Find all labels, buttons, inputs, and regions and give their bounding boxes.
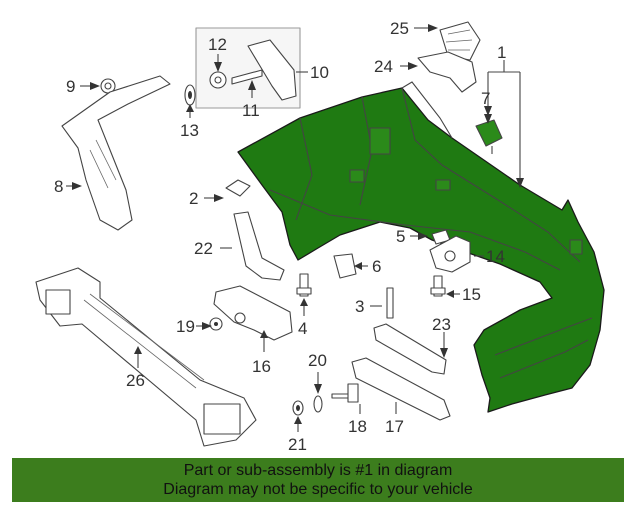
part-22-bracket[interactable] xyxy=(233,211,285,281)
part-14-bracket[interactable] xyxy=(429,235,471,273)
callout-7: 7 xyxy=(481,89,490,108)
part-6-clip[interactable] xyxy=(333,253,357,279)
part-26-reinforcement[interactable] xyxy=(35,267,257,447)
callout-14: 14 xyxy=(486,247,505,266)
callout-13: 13 xyxy=(180,121,199,140)
callout-16: 16 xyxy=(252,357,271,376)
callout-22: 22 xyxy=(194,239,213,258)
banner-line-1: Part or sub-assembly is #1 in diagram xyxy=(183,462,453,479)
callout-8: 8 xyxy=(54,177,63,196)
callout-23: 23 xyxy=(432,315,451,334)
bumper-cover-part-1[interactable] xyxy=(237,81,605,413)
callout-17: 17 xyxy=(385,417,404,436)
part-25-reflector[interactable] xyxy=(439,21,481,61)
callout-3: 3 xyxy=(355,297,364,316)
part-23-absorber[interactable] xyxy=(373,323,447,375)
leader-lines xyxy=(66,24,524,432)
callout-5: 5 xyxy=(396,227,405,246)
part-13-washer[interactable] xyxy=(184,84,196,106)
part-15-bolt[interactable] xyxy=(430,275,446,297)
part-8-bracket[interactable] xyxy=(61,75,171,231)
callout-15: 15 xyxy=(462,285,481,304)
callout-19: 19 xyxy=(176,317,195,336)
callout-labels: 1 2 3 4 5 6 7 8 9 10 11 12 13 14 15 16 1… xyxy=(54,19,506,454)
part-18-bolt[interactable] xyxy=(331,383,359,403)
callout-1: 1 xyxy=(497,43,506,62)
part-3-stud[interactable] xyxy=(386,287,394,319)
part-17-absorber[interactable] xyxy=(351,357,451,421)
part-4-bolt[interactable] xyxy=(296,273,312,297)
info-banner: Part or sub-assembly is #1 in diagram Di… xyxy=(12,458,624,502)
part-2-clip[interactable] xyxy=(225,179,251,197)
callout-20: 20 xyxy=(308,351,327,370)
part-7-clip[interactable] xyxy=(475,119,503,154)
banner-line-2: Diagram may not be specific to your vehi… xyxy=(163,481,473,498)
inset-box-10 xyxy=(195,27,301,109)
part-24-bracket[interactable] xyxy=(417,51,477,93)
callout-4: 4 xyxy=(298,319,307,338)
callout-25: 25 xyxy=(390,19,409,38)
callout-12: 12 xyxy=(208,35,227,54)
callout-9: 9 xyxy=(66,77,75,96)
callout-21: 21 xyxy=(288,435,307,454)
callout-10: 10 xyxy=(310,63,329,82)
callout-11: 11 xyxy=(242,101,260,120)
callout-18: 18 xyxy=(348,417,367,436)
callout-24: 24 xyxy=(374,57,393,76)
parts-diagram: 1 2 3 4 5 6 7 8 9 10 11 12 13 14 15 16 1… xyxy=(35,19,605,454)
part-19-washer[interactable] xyxy=(209,317,223,331)
callout-6: 6 xyxy=(372,257,381,276)
part-20-washer[interactable] xyxy=(313,395,323,413)
callout-26: 26 xyxy=(126,371,145,390)
part-16-bracket[interactable] xyxy=(213,285,293,341)
callout-2: 2 xyxy=(189,189,198,208)
part-21-nut[interactable] xyxy=(292,400,304,416)
